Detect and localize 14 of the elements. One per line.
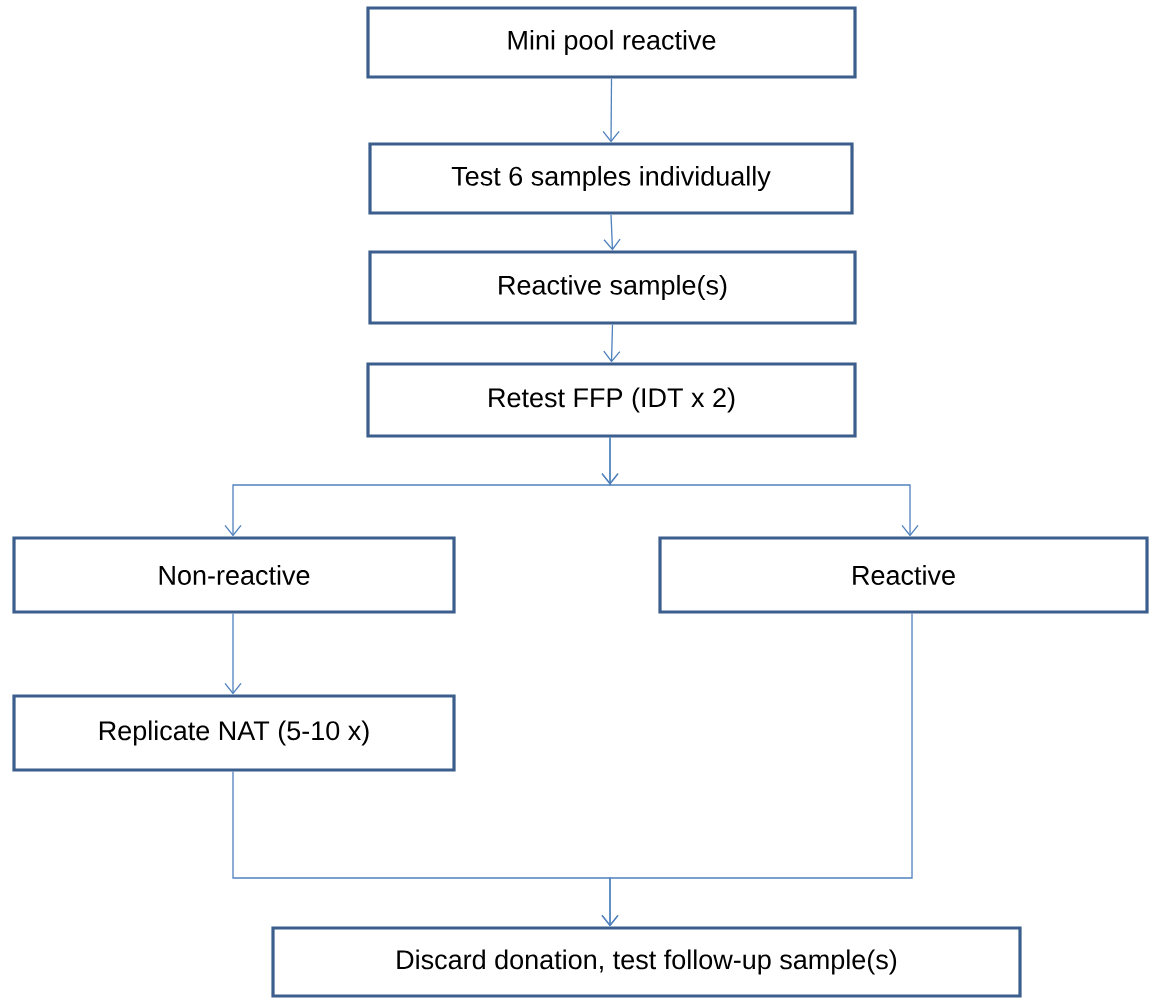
process-box: Non-reactive [12, 536, 456, 614]
process-box: Discard donation, test follow-up sample(s) [271, 926, 1022, 998]
arrow [602, 77, 620, 143]
process-box: Replicate NAT (5-10 x) [12, 694, 456, 772]
process-box: Test 6 samples individually [368, 142, 854, 215]
arrow [603, 213, 621, 251]
process-box: Mini pool reactive [366, 6, 857, 79]
arrow [603, 323, 621, 363]
process-box: Retest FFP (IDT x 2) [366, 362, 857, 438]
arrow [601, 612, 913, 927]
arrow [601, 436, 919, 537]
process-box: Reactive sample(s) [368, 250, 857, 325]
process-box: Reactive [658, 536, 1149, 614]
arrow [224, 612, 242, 695]
